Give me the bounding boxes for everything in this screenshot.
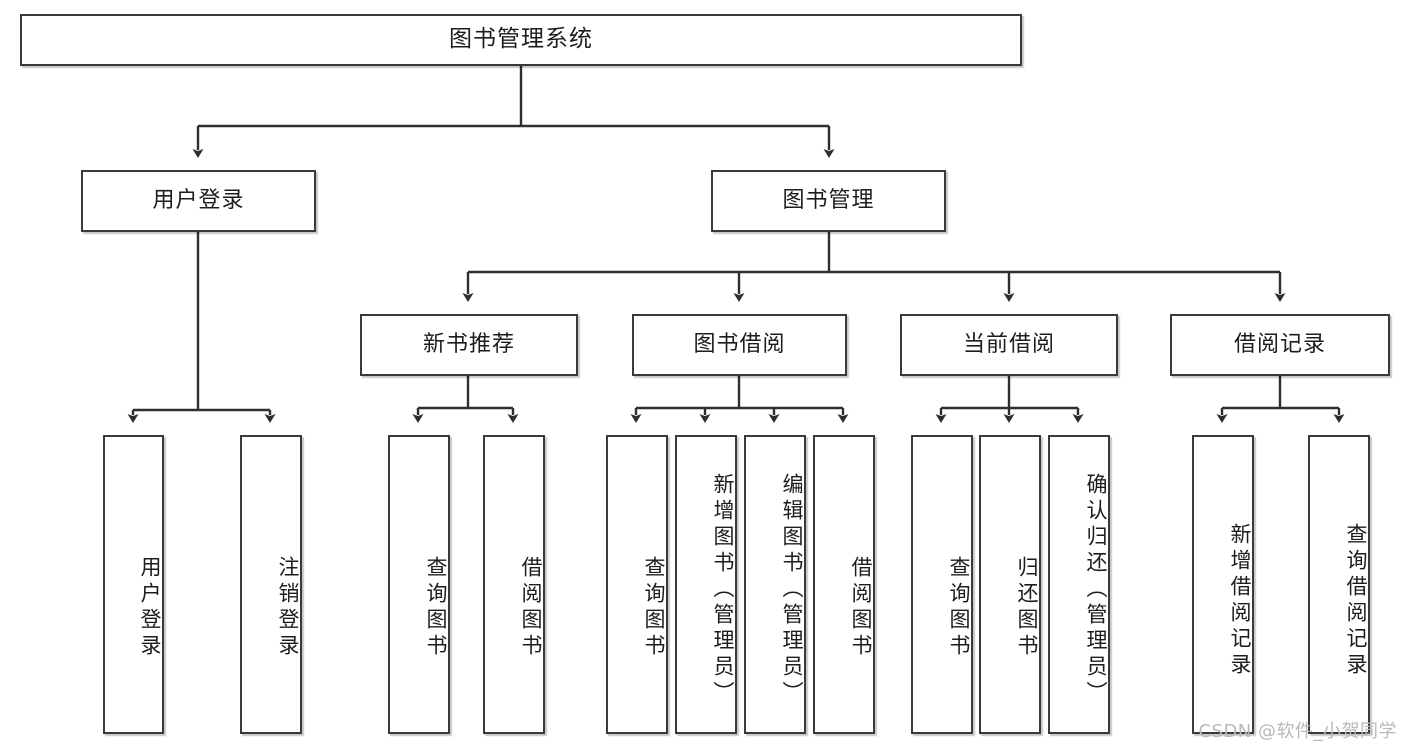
node-current-borrow[interactable]: 当前借阅	[900, 314, 1118, 376]
leaf-query-book-borrow[interactable]: 查询图书	[606, 435, 668, 734]
leaf-user-login[interactable]: 用户登录	[103, 435, 164, 734]
leaf-query-borrow-record[interactable]: 查询借阅记录	[1308, 435, 1370, 734]
node-borrow-record[interactable]: 借阅记录	[1170, 314, 1390, 376]
leaf-borrow-book-recommend[interactable]: 借阅图书	[483, 435, 545, 734]
leaf-borrow-book-borrow[interactable]: 借阅图书	[813, 435, 875, 734]
node-new-book-recommend[interactable]: 新书推荐	[360, 314, 578, 376]
node-user-login[interactable]: 用户登录	[81, 170, 316, 232]
node-book-borrow[interactable]: 图书借阅	[632, 314, 847, 376]
leaf-add-borrow-record[interactable]: 新增借阅记录	[1192, 435, 1254, 734]
leaf-return-book[interactable]: 归还图书	[979, 435, 1041, 734]
leaf-user-logout[interactable]: 注销登录	[240, 435, 302, 734]
node-root[interactable]: 图书管理系统	[20, 14, 1022, 66]
leaf-query-book-current[interactable]: 查询图书	[911, 435, 973, 734]
leaf-query-book-recommend[interactable]: 查询图书	[388, 435, 450, 734]
leaf-add-book[interactable]: 新增图书（管理员）	[675, 435, 737, 734]
node-book-manage[interactable]: 图书管理	[711, 170, 946, 232]
leaf-edit-book[interactable]: 编辑图书（管理员）	[744, 435, 806, 734]
csdn-watermark: CSDN @软件_小贺同学	[1198, 721, 1397, 742]
leaf-confirm-return[interactable]: 确认归还（管理员）	[1048, 435, 1110, 734]
